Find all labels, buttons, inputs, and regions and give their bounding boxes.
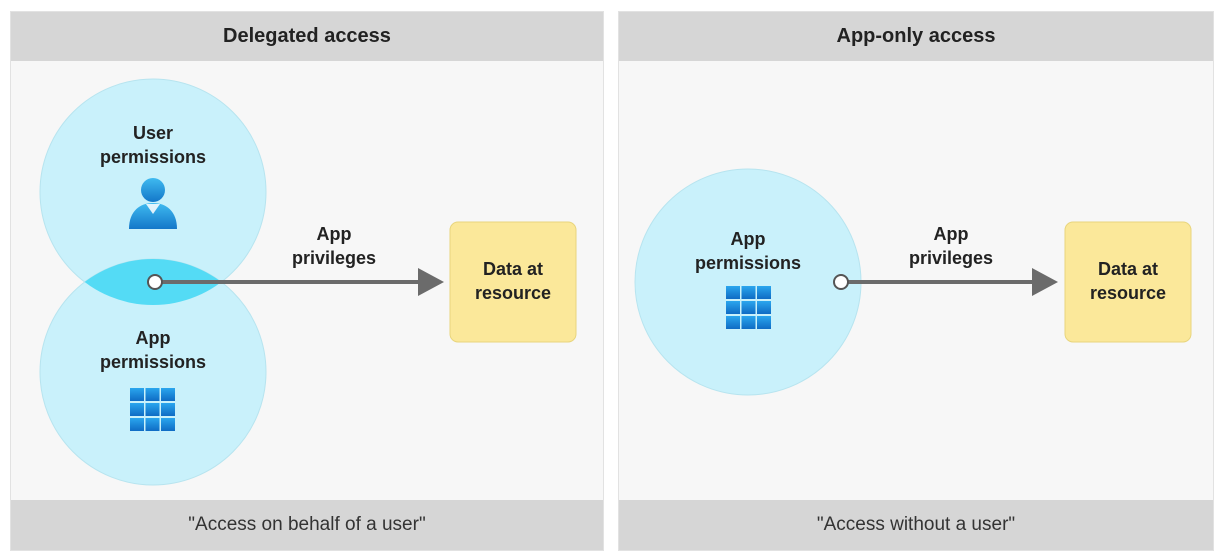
panel-title: App-only access <box>619 12 1213 61</box>
user-circle-label-line1: User <box>133 123 173 143</box>
app-permissions-circle <box>634 168 862 396</box>
resource-label-line1: Data at <box>483 259 543 279</box>
app-grid-icon <box>130 388 175 431</box>
resource-label-line2: resource <box>1090 283 1166 303</box>
panel-caption: "Access on behalf of a user" <box>11 500 603 550</box>
resource-label-line2: resource <box>475 283 551 303</box>
app-privileges-arrow <box>147 268 444 296</box>
arrow-label-line2: privileges <box>292 248 376 268</box>
arrow-label-line2: privileges <box>909 248 993 268</box>
panel-caption: "Access without a user" <box>619 500 1213 550</box>
resource-label-line1: Data at <box>1098 259 1158 279</box>
user-circle-label-line2: permissions <box>100 147 206 167</box>
app-privileges-arrow <box>833 268 1058 296</box>
app-circle-label-line2: permissions <box>695 253 801 273</box>
app-grid-icon <box>726 286 771 329</box>
user-icon <box>129 178 177 229</box>
arrow-label-line1: App <box>934 224 969 244</box>
data-at-resource-box <box>1064 221 1192 343</box>
app-circle-label-line1: App <box>136 328 171 348</box>
data-at-resource-box <box>449 221 577 343</box>
app-circle-label-line2: permissions <box>100 352 206 372</box>
arrow-label-line1: App <box>317 224 352 244</box>
app-circle-label-line1: App <box>731 229 766 249</box>
panel-title: Delegated access <box>11 12 603 61</box>
